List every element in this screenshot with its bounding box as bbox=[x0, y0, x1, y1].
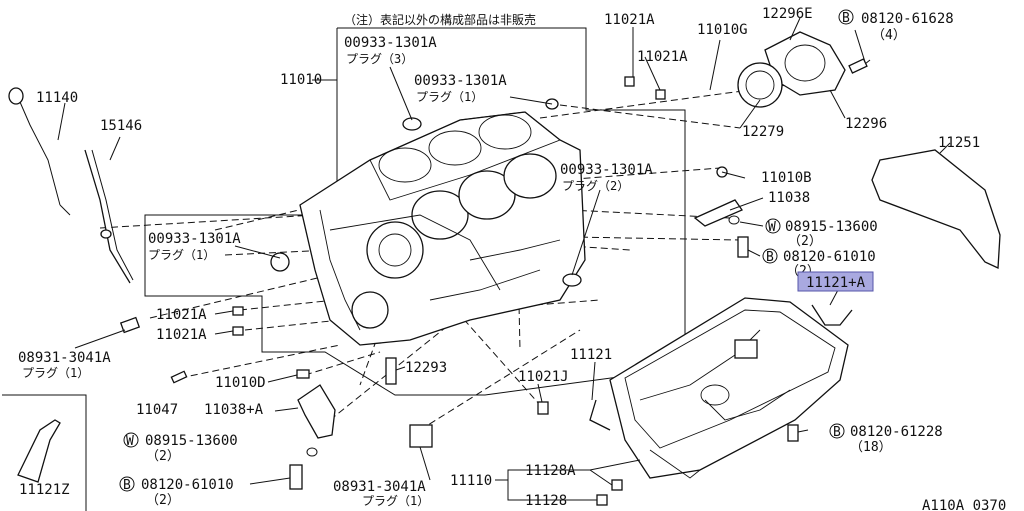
part-labels: （注）表記以外の構成部品は非販売 11021A 11021A 11010G 12… bbox=[18, 6, 1006, 511]
oil-pan-baffle-11121 bbox=[589, 399, 611, 431]
inset-frame bbox=[2, 394, 87, 511]
plug-parts bbox=[270, 76, 666, 287]
label-11010: 11010 bbox=[280, 72, 322, 88]
marker-b-2: B bbox=[766, 250, 774, 265]
label-08120-61228: 08120-61228 bbox=[850, 424, 943, 440]
label-11128a: 11128A bbox=[525, 463, 576, 479]
label-plug-c-pn: 00933-1301A bbox=[560, 162, 653, 178]
label-11021a-3: 11021A bbox=[156, 307, 207, 323]
label-plug-e-name: プラグ（1） bbox=[22, 366, 89, 380]
label-08931-3041a-l: 08931-3041A bbox=[18, 350, 111, 366]
label-plug-a-name: プラグ（3） bbox=[346, 52, 413, 66]
dipstick-and-tube bbox=[8, 87, 134, 284]
qty-2-c: （2） bbox=[146, 449, 180, 464]
qty-2-a: （2） bbox=[788, 234, 822, 249]
label-11021j: 11021J bbox=[518, 369, 569, 385]
label-11010d: 11010D bbox=[215, 375, 266, 391]
qty-4: （4） bbox=[872, 28, 906, 43]
label-08120-61010-l: 08120-61010 bbox=[141, 477, 234, 493]
label-11110: 11110 bbox=[450, 473, 492, 489]
label-08931-3041a-b: 08931-3041A bbox=[333, 479, 426, 495]
label-11121z: 11121Z bbox=[19, 482, 70, 498]
label-11121: 11121 bbox=[570, 347, 612, 363]
label-11021a-1: 11021A bbox=[604, 12, 655, 28]
bracket-right bbox=[693, 166, 749, 258]
label-plug-d-name: プラグ（1） bbox=[148, 248, 215, 262]
highlight-box bbox=[797, 271, 874, 292]
label-08915-13600-l: 08915-13600 bbox=[145, 433, 238, 449]
label-12279: 12279 bbox=[742, 124, 784, 140]
label-11038a: 11038+A bbox=[204, 402, 264, 418]
label-12296e: 12296E bbox=[762, 6, 813, 22]
label-08120-61628: 08120-61628 bbox=[861, 11, 954, 27]
sealant-tube bbox=[17, 419, 61, 483]
label-11047: 11047 bbox=[136, 402, 178, 418]
label-plug-b-name: プラグ（1） bbox=[416, 90, 483, 104]
marker-b-4: B bbox=[123, 478, 131, 493]
oil-pan-baffle-11121a bbox=[811, 304, 853, 326]
label-11021a-2: 11021A bbox=[637, 49, 688, 65]
label-11038: 11038 bbox=[768, 190, 810, 206]
label-11128: 11128 bbox=[525, 493, 567, 509]
label-11010g: 11010G bbox=[697, 22, 748, 38]
qty-2-d: （2） bbox=[146, 493, 180, 508]
label-08120-61010-r: 08120-61010 bbox=[783, 249, 876, 265]
label-plug-d-pn: 00933-1301A bbox=[148, 231, 241, 247]
label-plug-b-pn: 00933-1301A bbox=[414, 73, 507, 89]
label-11021a-4: 11021A bbox=[156, 327, 207, 343]
label-12296: 12296 bbox=[845, 116, 887, 132]
qty-18: （18） bbox=[850, 440, 892, 455]
label-11121a: 11121+A bbox=[806, 275, 866, 291]
leader-lines bbox=[57, 17, 951, 501]
small-fasteners bbox=[119, 306, 799, 506]
label-11010b: 11010B bbox=[761, 170, 812, 186]
marker-b-3: B bbox=[833, 425, 841, 440]
cylinder-block-illustration bbox=[299, 111, 586, 346]
label-11251: 11251 bbox=[938, 135, 980, 151]
marker-w-1: W bbox=[768, 220, 776, 235]
figure-code: A110A 0370 bbox=[922, 498, 1006, 511]
oil-pan-illustration bbox=[609, 297, 849, 479]
block-kit-frame bbox=[144, 27, 686, 396]
marker-b-1: B bbox=[842, 11, 850, 26]
note-text: （注）表記以外の構成部品は非販売 bbox=[344, 12, 536, 27]
marker-w-2: W bbox=[126, 434, 134, 449]
label-11140: 11140 bbox=[36, 90, 78, 106]
label-plug-a-pn: 00933-1301A bbox=[344, 35, 437, 51]
label-plug-c-name: プラグ（2） bbox=[562, 179, 629, 193]
rear-oil-seal-retainer bbox=[737, 31, 871, 108]
label-08915-13600-r: 08915-13600 bbox=[785, 219, 878, 235]
label-12293: 12293 bbox=[405, 360, 447, 376]
label-plug-f-name: プラグ（1） bbox=[362, 494, 429, 508]
rear-plate bbox=[871, 149, 1001, 269]
label-15146: 15146 bbox=[100, 118, 142, 134]
